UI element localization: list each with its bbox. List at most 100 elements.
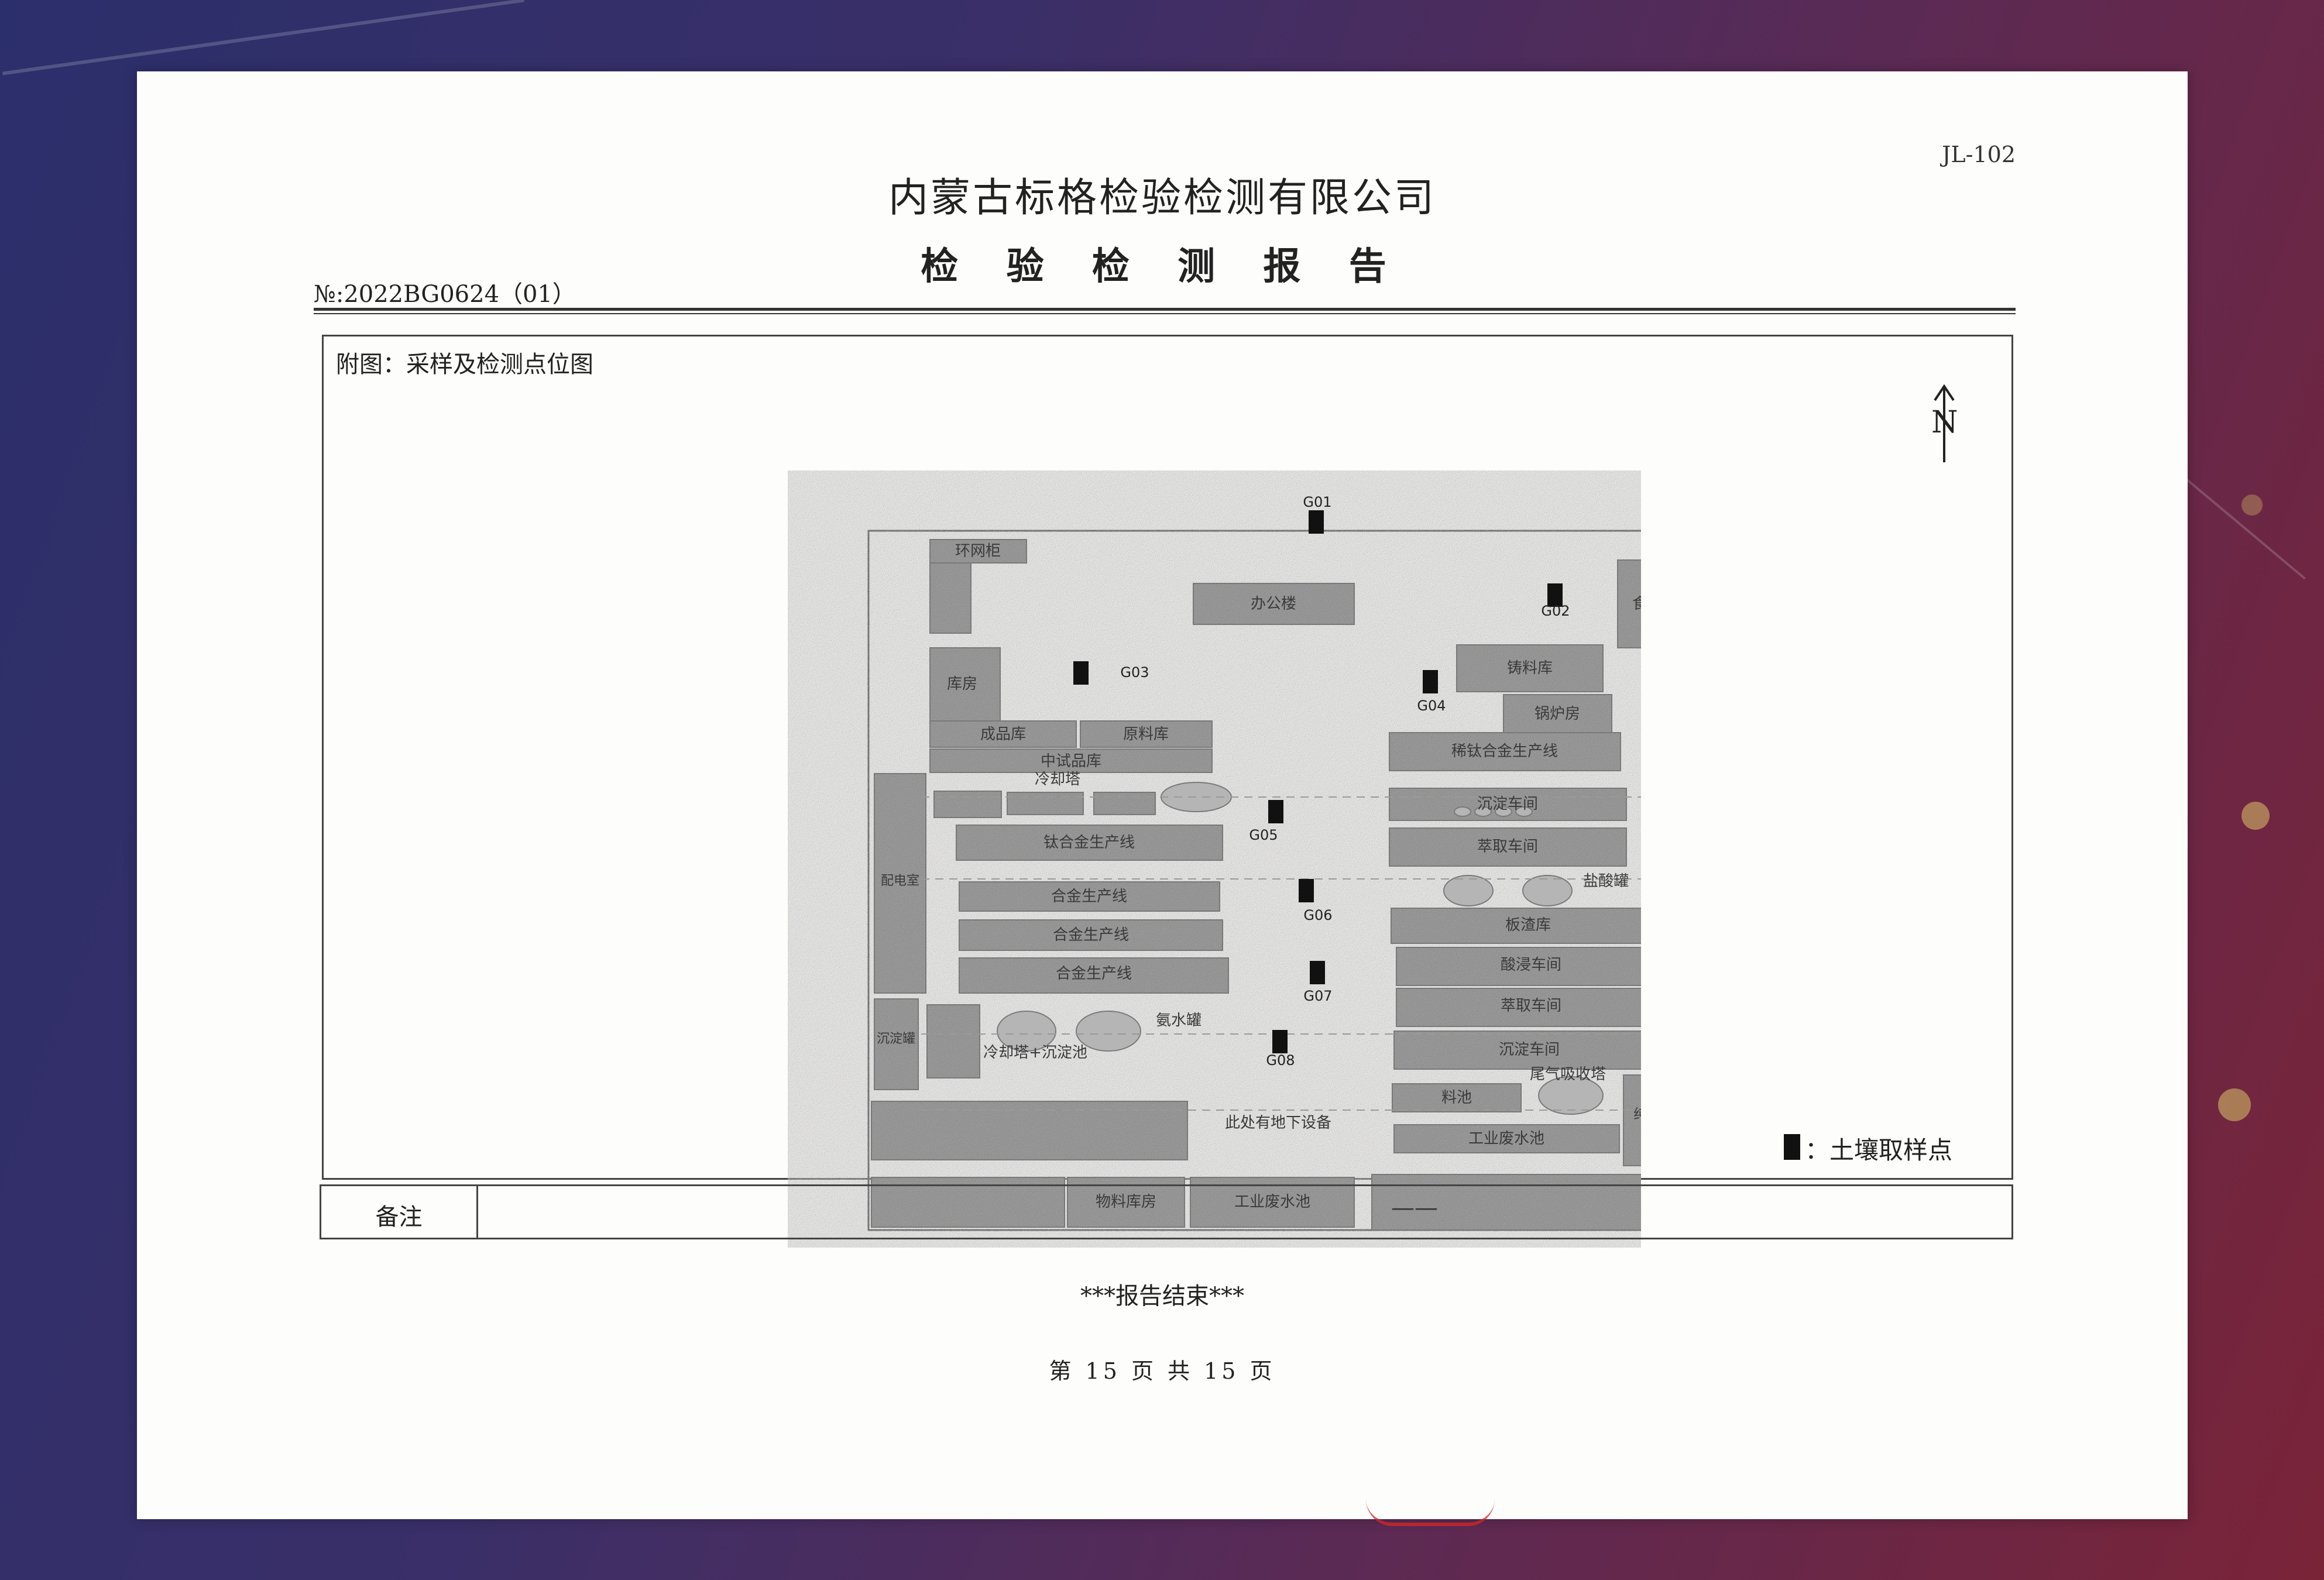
- building-small-3: [1093, 792, 1156, 815]
- building-warehouse: [929, 647, 1001, 730]
- remark-label-cell: 备注: [321, 1186, 478, 1238]
- north-arrow-icon: [1934, 384, 1955, 462]
- building-boiler-room: [1503, 694, 1612, 733]
- label-underground: 此处有地下设备: [1225, 1114, 1331, 1132]
- label-wastewater-1: 工业废水池: [1468, 1130, 1544, 1148]
- sample-marker-g08: [1272, 1030, 1288, 1053]
- building-pilot-store: [929, 748, 1213, 773]
- building-alloy-line-1: [959, 881, 1220, 912]
- background-dot: [2241, 802, 2270, 830]
- legend-label: ：土壤取样点: [1805, 1136, 1953, 1165]
- seal-stamp-edge: [1366, 1499, 1495, 1526]
- label-material-pool: 料池: [1441, 1089, 1472, 1107]
- building-pure-water: [1623, 1074, 1641, 1166]
- label-dormitory: 食堂宿舍: [1632, 595, 1641, 613]
- sample-label-g05: G05: [1249, 827, 1278, 843]
- header-rule-thin: [314, 313, 2016, 314]
- building-power-room: [874, 773, 926, 994]
- sample-marker-g04: [1423, 670, 1438, 693]
- background-dot: [2218, 1088, 2251, 1121]
- company-name: 内蒙古标格检验检测有限公司: [888, 175, 1436, 221]
- label-hcl-tank: 盐酸罐: [1583, 873, 1629, 890]
- report-title: 检 验 检 测 报 告: [921, 245, 1404, 288]
- building-ti-alloy-line: [956, 825, 1223, 861]
- building-alloy-line-2: [959, 919, 1223, 951]
- building-alloy-line-3: [959, 957, 1229, 994]
- document-code: JL-102: [1942, 142, 2016, 167]
- building-pump: [926, 1004, 980, 1078]
- label-power-room: 配电室: [881, 874, 919, 888]
- building-ring-main-unit-annex: [929, 562, 972, 634]
- building-water-treat: [874, 998, 919, 1090]
- building-small-1: [933, 791, 1002, 818]
- tank-d: [1515, 806, 1533, 817]
- remark-value: ——: [1391, 1194, 1438, 1221]
- background-dot: [2241, 494, 2263, 516]
- page-number: 第 15 页 共 15 页: [1049, 1358, 1276, 1384]
- label-alloy-line-3: 合金生产线: [1056, 965, 1132, 983]
- report-page: JL-102 内蒙古标格检验检测有限公司 检 验 检 测 报 告 №:2022B…: [137, 71, 2188, 1526]
- report-end-marker: ***报告结束***: [1080, 1283, 1244, 1310]
- background-streak: [2183, 476, 2306, 580]
- building-leach-workshop: [1396, 947, 1641, 986]
- label-cooling-tower: 冷却塔: [1035, 771, 1080, 788]
- remark-label: 备注: [375, 1204, 423, 1231]
- label-precip-2: 沉淀车间: [1499, 1041, 1560, 1059]
- site-boundary: [867, 530, 1641, 1231]
- sample-label-g02: G02: [1541, 603, 1570, 619]
- label-pure-water: 纯水车间: [1633, 1106, 1641, 1122]
- sample-marker-g01: [1309, 510, 1324, 534]
- remark-row: 备注 ——: [320, 1184, 2013, 1239]
- label-tail-gas: 尾气吸收塔: [1530, 1066, 1606, 1083]
- building-small-2: [1007, 792, 1084, 815]
- building-slag-store: [1391, 908, 1641, 944]
- sample-label-g06: G06: [1303, 907, 1332, 923]
- north-label: N: [1931, 405, 1958, 440]
- building-ring-main-unit: [929, 539, 1027, 564]
- tank-tail-gas: [1538, 1076, 1604, 1115]
- label-rare-alloy-line: 稀钛合金生产线: [1451, 743, 1558, 760]
- header-rule: [314, 308, 2016, 311]
- building-south-west: [871, 1101, 1188, 1160]
- label-alloy-line-2: 合金生产线: [1053, 926, 1129, 944]
- label-warehouse: 库房: [947, 675, 977, 693]
- label-alloy-line-1: 合金生产线: [1051, 888, 1127, 905]
- label-casting-store: 铸料库: [1507, 660, 1553, 677]
- label-ring-main-unit: 环网柜: [955, 542, 1001, 560]
- soil-sample-marker-icon: [1784, 1134, 1800, 1160]
- tank-b: [1474, 806, 1492, 817]
- building-rare-alloy-line: [1389, 732, 1621, 771]
- sample-label-g08: G08: [1266, 1052, 1295, 1069]
- label-product-store: 成品库: [980, 726, 1026, 743]
- sample-label-g03: G03: [1120, 664, 1149, 681]
- sample-marker-g05: [1268, 800, 1283, 823]
- label-ti-alloy-line: 钛合金生产线: [1043, 834, 1135, 851]
- tank-a: [1454, 806, 1471, 817]
- tank-c: [1495, 806, 1512, 817]
- label-extraction-1: 萃取车间: [1477, 838, 1538, 856]
- building-office: [1193, 583, 1355, 625]
- label-boiler: 锅炉房: [1535, 705, 1580, 723]
- building-material-pool: [1392, 1083, 1522, 1112]
- figure-caption: 附图：采样及检测点位图: [336, 351, 593, 378]
- building-casting-store: [1456, 644, 1604, 692]
- report-number: №:2022BG0624（01）: [314, 281, 576, 308]
- sample-label-g01: G01: [1303, 494, 1331, 510]
- label-cooling-pool: 冷却塔+沉淀池: [983, 1044, 1087, 1062]
- label-raw-store: 原料库: [1123, 726, 1169, 743]
- label-office: 办公楼: [1251, 595, 1296, 613]
- label-leach: 酸浸车间: [1501, 956, 1561, 974]
- label-slag-store: 板渣库: [1505, 916, 1551, 934]
- sample-marker-g06: [1299, 879, 1314, 902]
- building-precip-workshop-2: [1393, 1031, 1641, 1070]
- background-streak: [2, 0, 525, 75]
- tank-ammonia-2: [1076, 1011, 1141, 1052]
- sample-label-g04: G04: [1417, 698, 1446, 714]
- building-south-east: [1371, 1174, 1641, 1231]
- building-extraction-2: [1396, 988, 1641, 1027]
- building-product-store: [929, 720, 1077, 748]
- building-extraction-1: [1389, 827, 1627, 867]
- building-raw-store: [1080, 720, 1213, 748]
- label-wastewater-2: 工业废水池: [1234, 1193, 1310, 1211]
- tank-ammonia-1: [997, 1011, 1056, 1052]
